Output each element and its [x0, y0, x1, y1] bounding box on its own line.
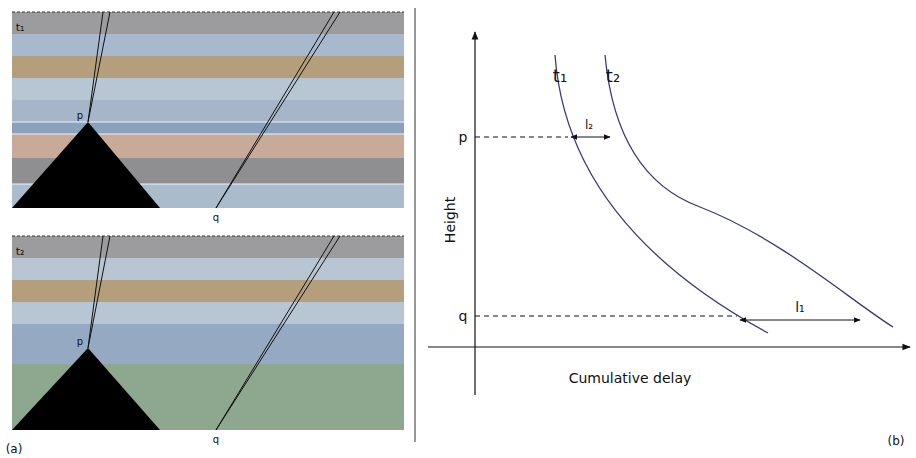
- delay-chart: [428, 32, 910, 395]
- difference-label: l₂: [585, 119, 593, 131]
- axis-tick-label: q: [459, 309, 468, 323]
- point-label: p: [77, 111, 83, 121]
- curve-t1: [555, 55, 768, 333]
- point-label: q: [213, 213, 219, 223]
- atmosphere-layers-t1: [12, 12, 404, 208]
- panel-time-label: t₁: [16, 22, 25, 33]
- panel-time-label: t₂: [16, 246, 25, 257]
- axis-title: Cumulative delay: [569, 371, 692, 385]
- panel-label: (a): [6, 443, 23, 455]
- mountain: [12, 348, 160, 430]
- difference-label: l₁: [795, 300, 805, 314]
- axis-title: Height: [443, 197, 457, 243]
- divider: [415, 8, 416, 442]
- curve-t2: [605, 55, 893, 327]
- atmosphere-layers-t2: [12, 236, 404, 430]
- panel-label: (b): [888, 435, 905, 447]
- axis-tick-label: p: [459, 130, 468, 144]
- mountain: [12, 122, 160, 208]
- curve-label: t₁: [553, 67, 567, 85]
- curve-label: t₂: [606, 67, 620, 85]
- point-label: q: [213, 435, 219, 445]
- point-label: p: [77, 337, 83, 347]
